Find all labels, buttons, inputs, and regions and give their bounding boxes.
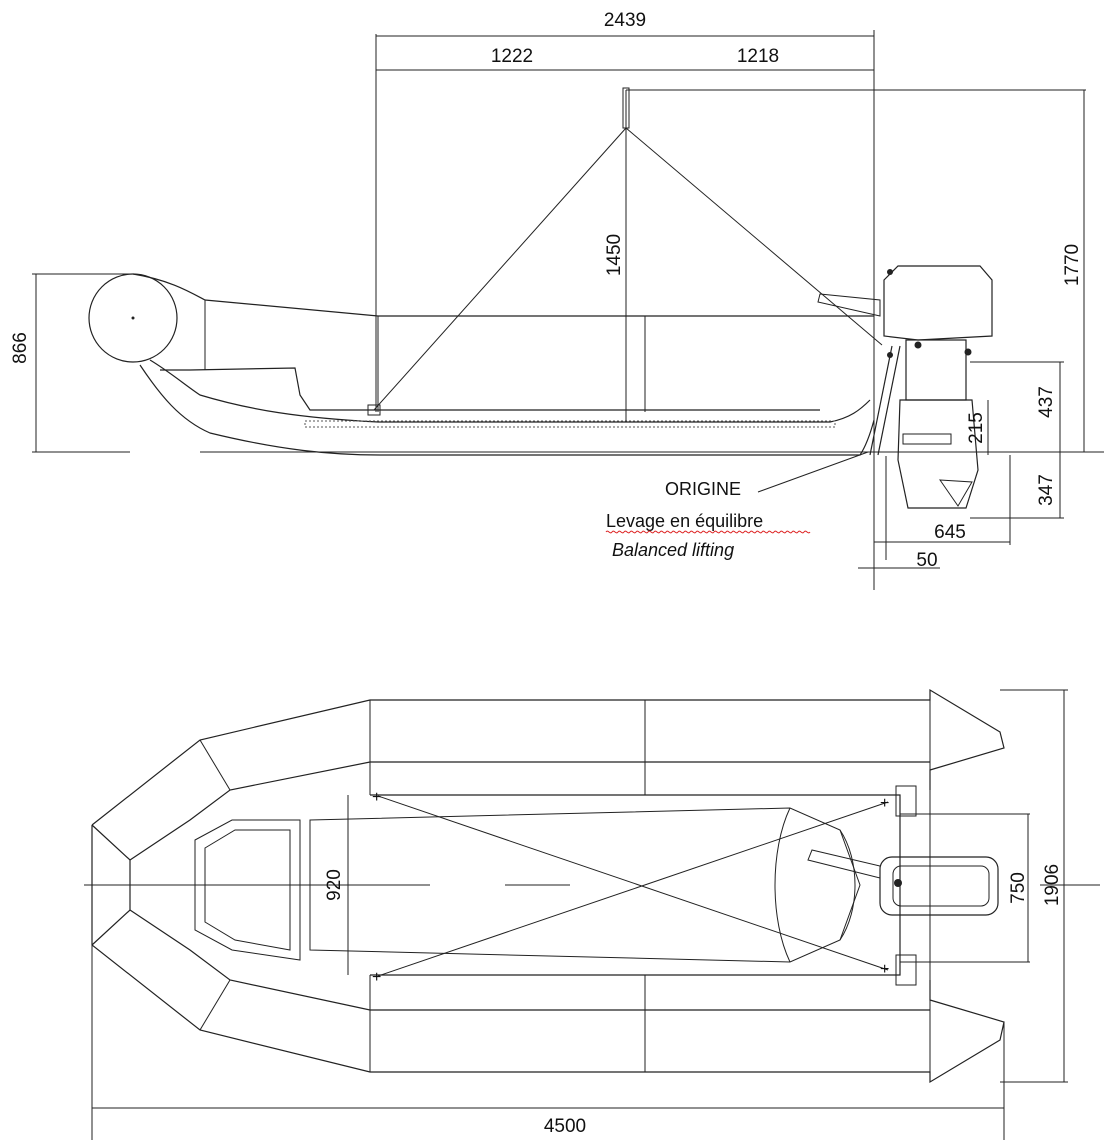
- floor-outline: [309, 807, 861, 963]
- hull-keel: [139, 364, 875, 456]
- top-view: + + + + 920 750 1906 4500: [84, 688, 1100, 1140]
- dim-bow-height: 866: [10, 332, 31, 364]
- svg-text:+: +: [372, 969, 381, 986]
- deck-outline: [370, 794, 901, 976]
- floor-board: [304, 420, 836, 428]
- propeller: [939, 479, 973, 507]
- dim-overall-length: 4500: [544, 1116, 586, 1137]
- bow-locker: [194, 819, 301, 961]
- outboard-engine-top: [807, 849, 999, 916]
- dim-transom-gap: 50: [916, 550, 937, 571]
- sling-rear: [625, 127, 883, 346]
- transom-bracket-port: [895, 785, 917, 817]
- dim-overall-width: 1906: [1042, 864, 1063, 906]
- transom-bracket-starboard: [895, 954, 917, 986]
- engine-cowling: [883, 265, 993, 341]
- starboard-tube-outer: [91, 825, 1005, 1084]
- engine-midsection: [905, 339, 967, 401]
- port-tube-inner: [91, 761, 930, 861]
- inner-hull-line: [160, 367, 820, 411]
- sling-front: [373, 127, 627, 411]
- tube-top: [132, 273, 874, 317]
- dim-shaft: 215: [966, 412, 987, 444]
- dim-sling-height: 1450: [604, 234, 625, 276]
- svg-text:+: +: [880, 961, 889, 978]
- port-tube-outer: [91, 688, 1005, 826]
- side-view: 2439 1222 1218 1450 1770 866 437 347 215…: [10, 10, 1104, 590]
- dim-floor-width: 920: [324, 869, 345, 901]
- origin-label: ORIGINE: [665, 479, 741, 499]
- outboard-engine: [817, 265, 993, 509]
- dim-engine-offset: 645: [934, 522, 966, 543]
- spellcheck-underline: [605, 530, 811, 534]
- lifting-label-fr: Levage en équilibre: [606, 511, 763, 531]
- dim-rear-half: 1218: [737, 46, 779, 67]
- dim-leg-depth: 347: [1036, 474, 1057, 506]
- engine-leg: [897, 399, 979, 509]
- dim-overall-height: 1770: [1062, 244, 1083, 286]
- dim-engine-mount-width: 750: [1008, 872, 1029, 904]
- tiller-top: [807, 849, 881, 879]
- deck-line: [149, 359, 871, 423]
- svg-text:+: +: [880, 795, 889, 812]
- tiller: [817, 293, 881, 317]
- starboard-tube-inner: [91, 909, 930, 1011]
- dim-total-length: 2439: [604, 10, 646, 31]
- dim-transom-height: 437: [1036, 386, 1057, 418]
- sling-cross-b: [377, 801, 889, 977]
- dim-front-half: 1222: [491, 46, 533, 67]
- svg-text:+: +: [372, 789, 381, 806]
- engine-cowling-top: [879, 856, 999, 916]
- lifting-label-en: Balanced lifting: [612, 540, 734, 560]
- sling-cross-a: [377, 795, 889, 971]
- origin-leader: [757, 451, 869, 493]
